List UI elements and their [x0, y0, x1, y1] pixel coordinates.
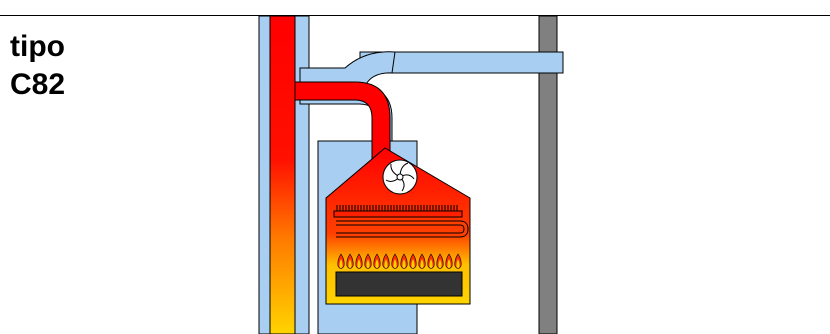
flame-core: [348, 259, 352, 268]
flame-core: [438, 259, 442, 268]
flame-core: [402, 259, 406, 268]
flame-core: [339, 259, 343, 268]
top-rule: [0, 15, 830, 16]
burner-body: [335, 271, 463, 297]
flame-core: [456, 259, 460, 268]
title-line-2: C82: [10, 68, 66, 101]
burner-flames: [337, 253, 462, 269]
title-line-1: tipo: [10, 30, 65, 63]
flame-core: [357, 259, 361, 268]
heat-exchanger: [333, 205, 469, 238]
flame-core: [447, 259, 451, 268]
flame-core: [393, 259, 397, 268]
flame-core: [420, 259, 424, 268]
flame-core: [411, 259, 415, 268]
flue-pipe: [269, 15, 296, 334]
flame-core: [366, 259, 370, 268]
flame-core: [375, 259, 379, 268]
flame-core: [384, 259, 388, 268]
wall: [538, 15, 558, 334]
flame-core: [429, 259, 433, 268]
fan-icon: [382, 159, 418, 195]
